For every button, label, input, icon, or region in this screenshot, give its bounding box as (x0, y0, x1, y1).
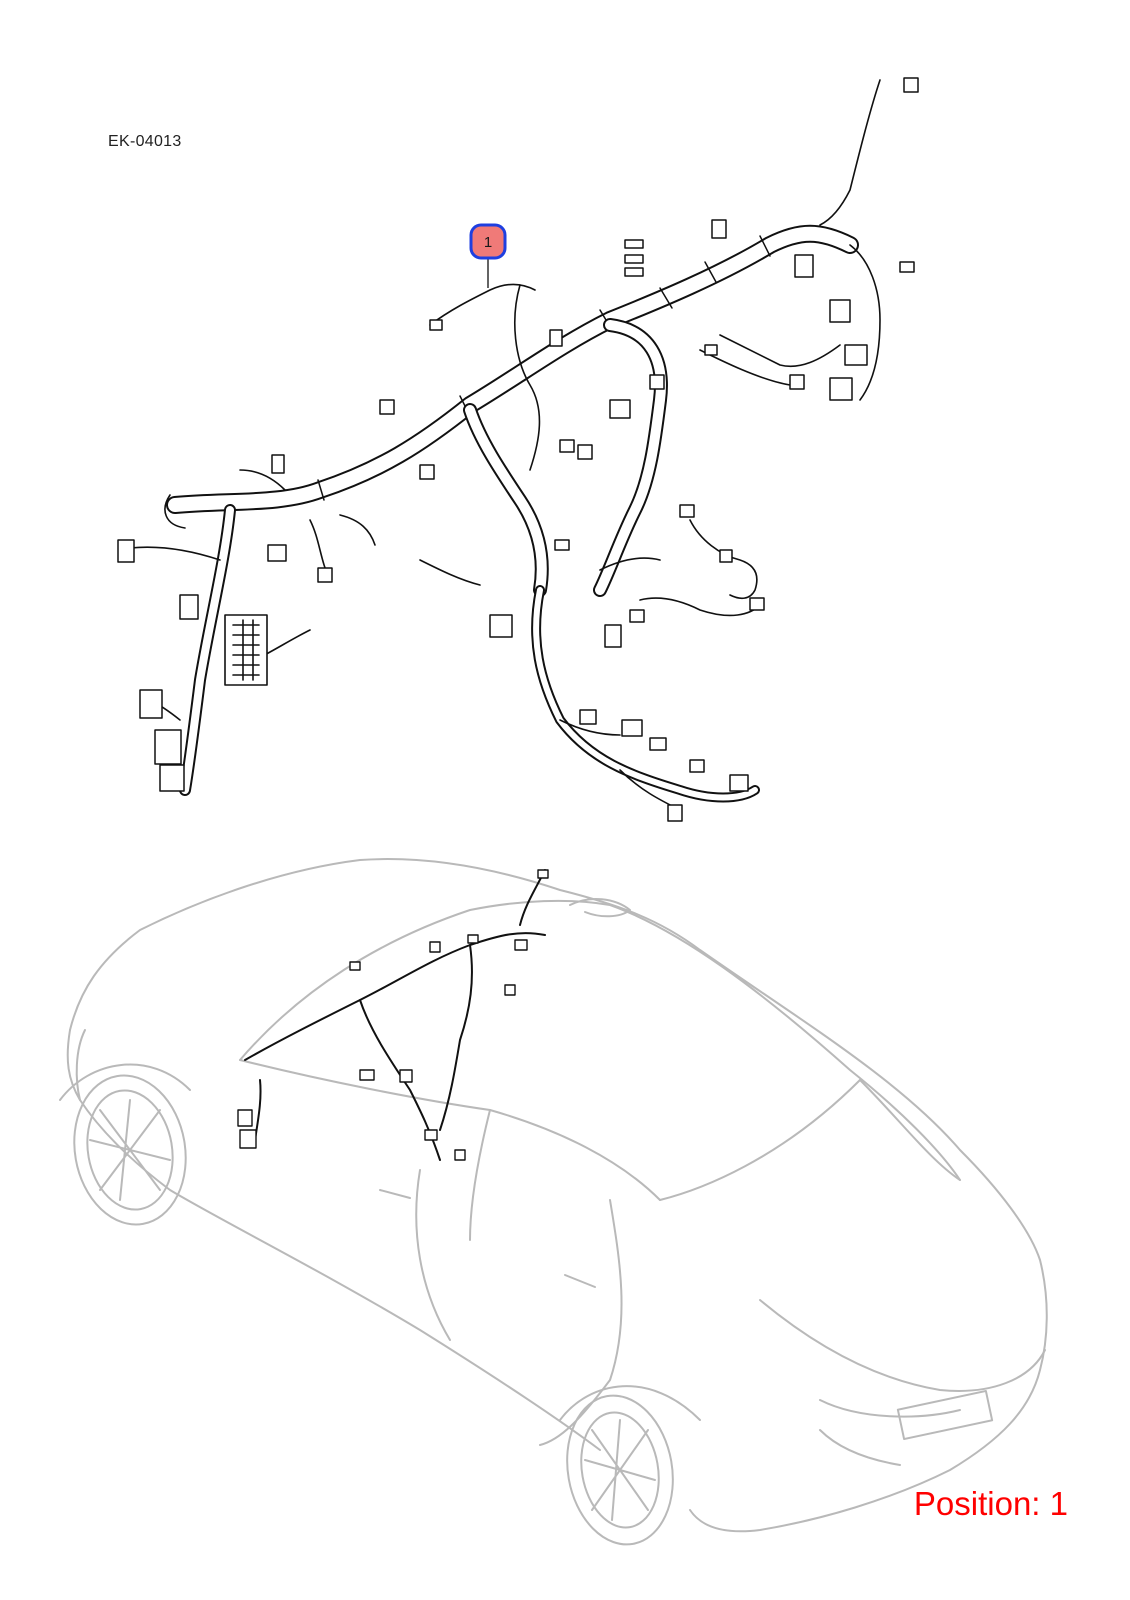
drawing-code: EK-04013 (108, 133, 182, 150)
installed-harness (237, 869, 549, 1161)
vehicle-outline (59, 858, 1048, 1546)
callout-number: 1 (484, 234, 492, 251)
callout-1[interactable]: 1 (469, 223, 507, 288)
dashboard-wiring-harness (117, 77, 919, 822)
position-label: Position: 1 (913, 1485, 1068, 1522)
